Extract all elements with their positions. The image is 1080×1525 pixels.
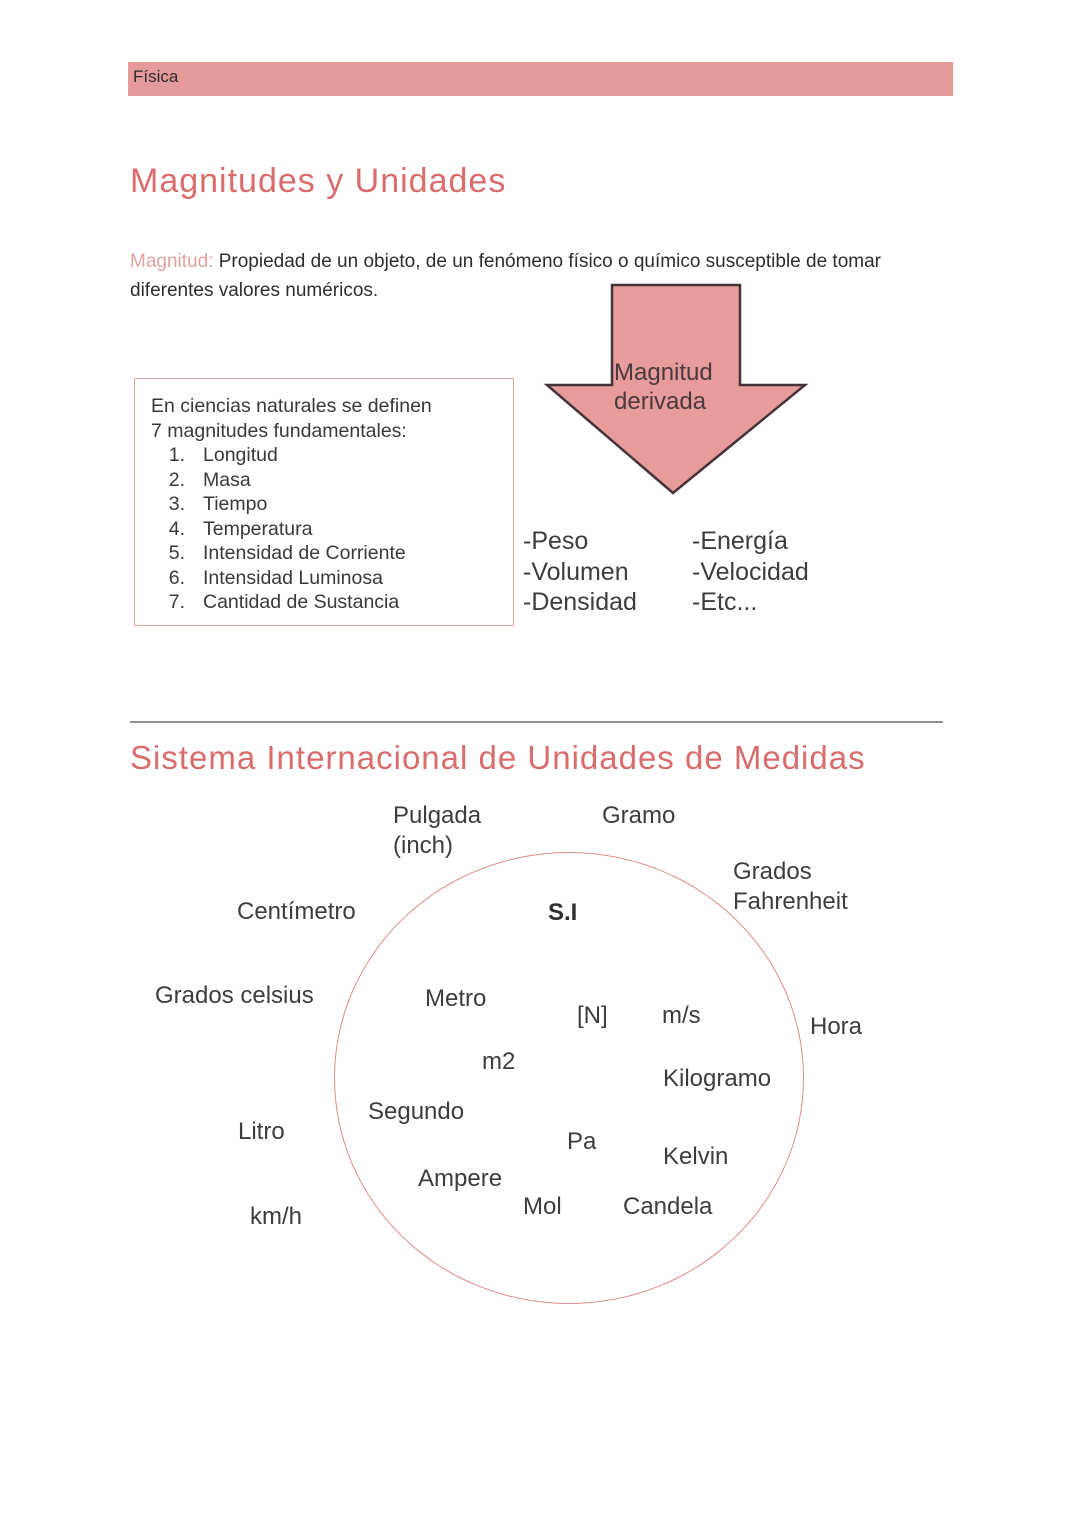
unit-inside-ms: m/s xyxy=(662,1002,701,1029)
list-number: 4. xyxy=(168,517,185,540)
down-arrow-icon xyxy=(543,283,809,495)
derived-examples-column-1: -Peso -Volumen -Densidad xyxy=(523,526,637,618)
list-number: 5. xyxy=(168,542,185,564)
list-item: 7. Cantidad de Sustancia xyxy=(151,590,513,615)
magnitud-term: Magnitud: xyxy=(130,251,214,272)
unit-inside-m2: m2 xyxy=(482,1048,516,1075)
list-number: 2. xyxy=(168,468,185,491)
fundamentals-intro-line2: 7 magnitudes fundamentales: xyxy=(151,419,407,442)
list-label: Intensidad de Corriente xyxy=(203,542,406,564)
si-units-circle xyxy=(334,852,804,1304)
derived-example: -Etc... xyxy=(692,588,758,616)
subject-label: Física xyxy=(133,67,179,86)
list-label: Temperatura xyxy=(203,517,313,540)
list-item: 4. Temperatura xyxy=(151,517,513,542)
unit-outside-hora: Hora xyxy=(810,1013,863,1040)
derived-example: -Energía xyxy=(692,527,788,555)
list-item: 5. Intensidad de Corriente xyxy=(151,541,513,566)
unit-inside-kilogramo: Kilogramo xyxy=(663,1065,772,1092)
derived-example: -Densidad xyxy=(523,588,637,616)
fundamentals-intro-line1: En ciencias naturales se definen xyxy=(151,395,432,417)
unit-inside-pa: Pa xyxy=(567,1128,597,1155)
unit-inside-ampere: Ampere xyxy=(418,1165,503,1192)
derived-magnitude-arrow xyxy=(543,283,809,495)
section-title-magnitudes: Magnitudes y Unidades xyxy=(130,162,507,200)
list-label: Longitud xyxy=(203,444,278,466)
derived-example: -Peso xyxy=(523,527,589,555)
fundamental-magnitudes-box: En ciencias naturales se definen 7 magni… xyxy=(134,378,514,626)
unit-outside-grados-fahrenheit: Grados Fahrenheit xyxy=(733,858,848,915)
list-item: 6. Intensidad Luminosa xyxy=(151,566,513,591)
list-number: 6. xyxy=(168,566,185,589)
list-item: 2. Masa xyxy=(151,468,513,493)
unit-outside-kmh: km/h xyxy=(250,1203,303,1230)
list-label: Cantidad de Sustancia xyxy=(203,591,400,613)
unit-inside-mol: Mol xyxy=(523,1193,562,1220)
unit-outside-litro: Litro xyxy=(238,1118,285,1145)
unit-inside-segundo: Segundo xyxy=(368,1098,465,1125)
magnitud-definition: Magnitud: Propiedad de un objeto, de un … xyxy=(130,247,890,305)
unit-inside-candela: Candela xyxy=(623,1193,713,1220)
unit-inside-newton: [N] xyxy=(577,1002,608,1029)
list-label: Masa xyxy=(203,468,251,491)
section-divider xyxy=(130,721,943,723)
list-number: 7. xyxy=(168,591,185,613)
unit-inside-metro: Metro xyxy=(425,985,487,1012)
derived-example: -Volumen xyxy=(523,557,629,586)
list-label: Tiempo xyxy=(203,493,268,515)
unit-inside-kelvin: Kelvin xyxy=(663,1143,729,1170)
list-item: 1. Longitud xyxy=(151,443,513,468)
si-center-label: S.I xyxy=(548,899,578,926)
derived-magnitude-arrow-label: Magnitud derivada xyxy=(614,359,713,415)
derived-examples-column-2: -Energía -Velocidad -Etc... xyxy=(692,526,809,618)
unit-outside-grados-celsius: Grados celsius xyxy=(155,982,314,1009)
list-number: 3. xyxy=(168,493,185,515)
magnitud-definition-text: Propiedad de un objeto, de un fenómeno f… xyxy=(130,251,881,301)
subject-header-bar: Física xyxy=(128,62,953,96)
unit-outside-pulgada: Pulgada (inch) xyxy=(393,802,482,859)
list-label: Intensidad Luminosa xyxy=(203,566,383,589)
section-title-si: Sistema Internacional de Unidades de Med… xyxy=(130,739,866,776)
list-number: 1. xyxy=(168,444,185,466)
derived-example: -Velocidad xyxy=(692,557,809,586)
list-item: 3. Tiempo xyxy=(151,492,513,517)
unit-outside-centimetro: Centímetro xyxy=(237,898,356,925)
unit-outside-gramo: Gramo xyxy=(602,802,676,829)
